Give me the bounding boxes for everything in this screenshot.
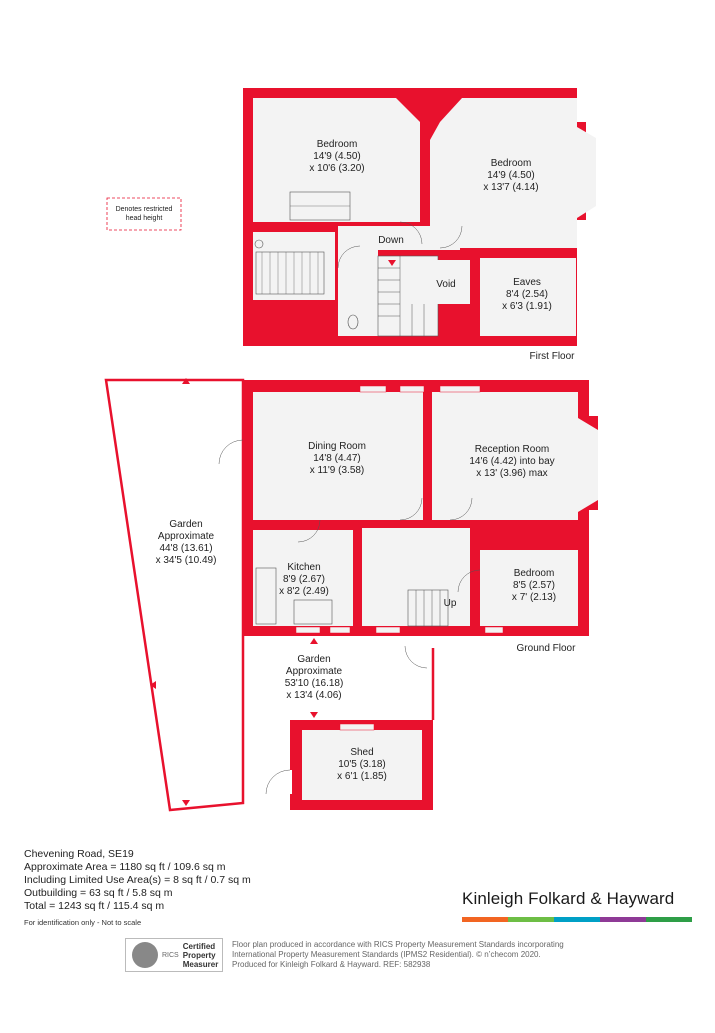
ground-floor-label: Ground Floor [517,643,577,654]
agent-logo-colorbar [462,917,692,922]
shed-name: Shed [350,747,373,758]
disclaimer: Floor plan produced in accordance with R… [232,940,612,970]
ff-eaves-dim1: 8'4 (2.54) [506,289,548,300]
rics-emblem-icon [132,942,158,968]
gf-bedroom-name: Bedroom [514,568,555,579]
gf-dining-dim2: x 11'9 (3.58) [310,465,365,476]
garden-rear-line1: Garden [297,654,330,665]
shed-dim2: x 6'1 (1.85) [337,771,387,782]
scale-note: For identification only - Not to scale [24,918,142,927]
ff-bedroom-right-dim2: x 13'7 (4.14) [483,182,538,193]
ff-down-label: Down [378,235,404,246]
colorbar-segment [554,917,600,922]
garden-rear-line3: 53'10 (16.18) [285,678,344,689]
garden-rear-line4: x 13'4 (4.06) [286,690,341,701]
legend-line1: Denotes restricted [116,206,173,213]
colorbar-segment [646,917,692,922]
disclaimer-line3: Produced for Kinleigh Folkard & Hayward.… [232,960,431,969]
garden-rear-line2: Approximate [286,666,343,677]
outbuilding-area: Outbuilding = 63 sq ft / 5.8 sq m [24,887,173,899]
gf-reception-dim2: x 13' (3.96) max [476,468,547,479]
ff-bedroom-left-dim1: 14'9 (4.50) [313,151,361,162]
gf-up-label: Up [444,598,457,609]
rics-cert-line3: Measurer [182,959,219,969]
ff-eaves-dim2: x 6'3 (1.91) [502,301,552,312]
gf-dining-name: Dining Room [308,441,366,452]
gf-kitchen-dim2: x 8'2 (2.49) [279,586,329,597]
gf-bedroom-dim2: x 7' (2.13) [512,592,556,603]
ff-bedroom-right-dim1: 14'9 (4.50) [487,170,535,181]
ground-floor-plan [218,380,598,669]
garden-side-line3: 44'8 (13.61) [159,543,212,554]
rics-cert-line2: Property [182,950,216,960]
total-area: Total = 1243 sq ft / 115.4 sq m [24,900,165,912]
limited-use-area: Including Limited Use Area(s) = 8 sq ft … [24,874,251,886]
first-floor-label: First Floor [530,351,576,362]
gf-reception-name: Reception Room [475,444,549,455]
gf-kitchen-name: Kitchen [287,562,320,573]
ff-bedroom-right-name: Bedroom [491,158,532,169]
gf-dining-dim1: 14'8 (4.47) [313,453,361,464]
rics-badge: RICS Certified Property Measurer [125,938,223,972]
colorbar-segment [462,917,508,922]
ff-void-label: Void [436,279,455,290]
legend-line2: head height [126,215,163,222]
ff-eaves-name: Eaves [513,277,541,288]
shed-plan [265,720,433,810]
shed-dim1: 10'5 (3.18) [338,759,386,770]
garden-side-line2: Approximate [158,531,215,542]
rics-cert-line1: Certified [182,941,216,951]
gf-reception-dim1: 14'6 (4.42) into bay [469,456,554,467]
address: Chevening Road, SE19 [24,848,134,860]
first-floor-plan [243,88,596,346]
garden-side-line4: x 34'5 (10.49) [156,555,217,566]
colorbar-segment [600,917,646,922]
garden-side-line1: Garden [169,519,202,530]
approximate-area: Approximate Area = 1180 sq ft / 109.6 sq… [24,861,226,873]
rics-logo-text: RICS [162,951,179,959]
disclaimer-line2: International Property Measurement Stand… [232,950,541,959]
gf-bedroom-dim1: 8'5 (2.57) [513,580,555,591]
gf-kitchen-dim1: 8'9 (2.67) [283,574,325,585]
ff-bedroom-left-dim2: x 10'6 (3.20) [309,163,364,174]
disclaimer-line1: Floor plan produced in accordance with R… [232,940,564,949]
colorbar-segment [508,917,554,922]
ff-bedroom-left-name: Bedroom [317,139,358,150]
property-info: Chevening Road, SE19 Approximate Area = … [24,848,251,929]
agent-logo: Kinleigh Folkard & Hayward [462,889,675,908]
